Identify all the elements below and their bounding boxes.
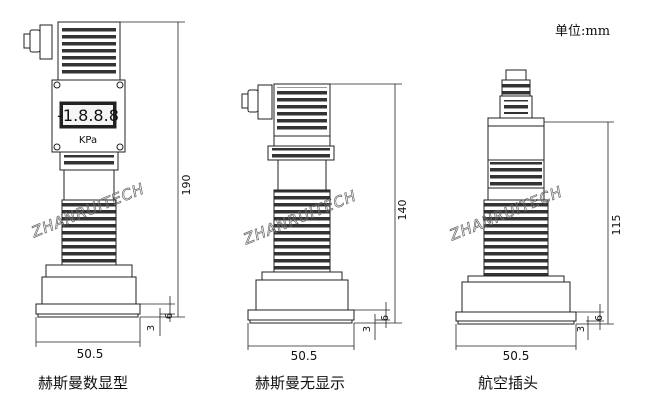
width-dimension-3: 50.5: [503, 349, 530, 363]
height-dimension-1: 190: [180, 175, 193, 196]
dimension-lines-2: [247, 83, 402, 350]
aviation-connector: [499, 69, 533, 119]
dimension-lines-1: [35, 21, 185, 347]
flange-dimension-b-3: 3: [576, 326, 587, 332]
hirschmann-connector: [241, 83, 331, 137]
flange-dimension-b-2: 3: [362, 326, 373, 332]
height-dimension-2: 140: [396, 200, 409, 221]
flange-dimension-a-3: 6: [594, 315, 605, 321]
flange-dimension-a-2: 6: [380, 315, 391, 321]
sanitary-flange: [455, 275, 577, 325]
cooling-fins: [62, 200, 116, 265]
height-dimension-3: 115: [610, 215, 623, 236]
unit-label: 单位:mm: [555, 24, 611, 39]
sanitary-flange: [35, 264, 141, 318]
caption-aviation-plug: 航空插头: [478, 374, 539, 392]
flange-dimension-b-1: 3: [146, 325, 157, 331]
sanitary-flange: [247, 271, 355, 324]
cooling-fins: [274, 190, 330, 272]
lcd-reading: -1.8.8.8: [57, 106, 119, 125]
caption-digital-display: 赫斯曼数显型: [38, 374, 129, 392]
flange-dimension-a-1: 6: [164, 313, 175, 319]
hirschmann-connector: [23, 21, 121, 81]
transmitter-aviation-plug: [455, 69, 577, 325]
transmitter-digital-display: -1.8.8.8 KPa: [23, 21, 141, 318]
transmitter-no-display: [241, 83, 355, 324]
width-dimension-1: 50.5: [77, 347, 104, 361]
cooling-fins: [484, 200, 548, 276]
lcd-unit-label: KPa: [79, 135, 97, 146]
display-housing: -1.8.8.8 KPa: [51, 79, 126, 153]
dimension-lines-3: [455, 121, 614, 350]
width-dimension-2: 50.5: [291, 349, 318, 363]
caption-no-display: 赫斯曼无显示: [255, 374, 346, 392]
